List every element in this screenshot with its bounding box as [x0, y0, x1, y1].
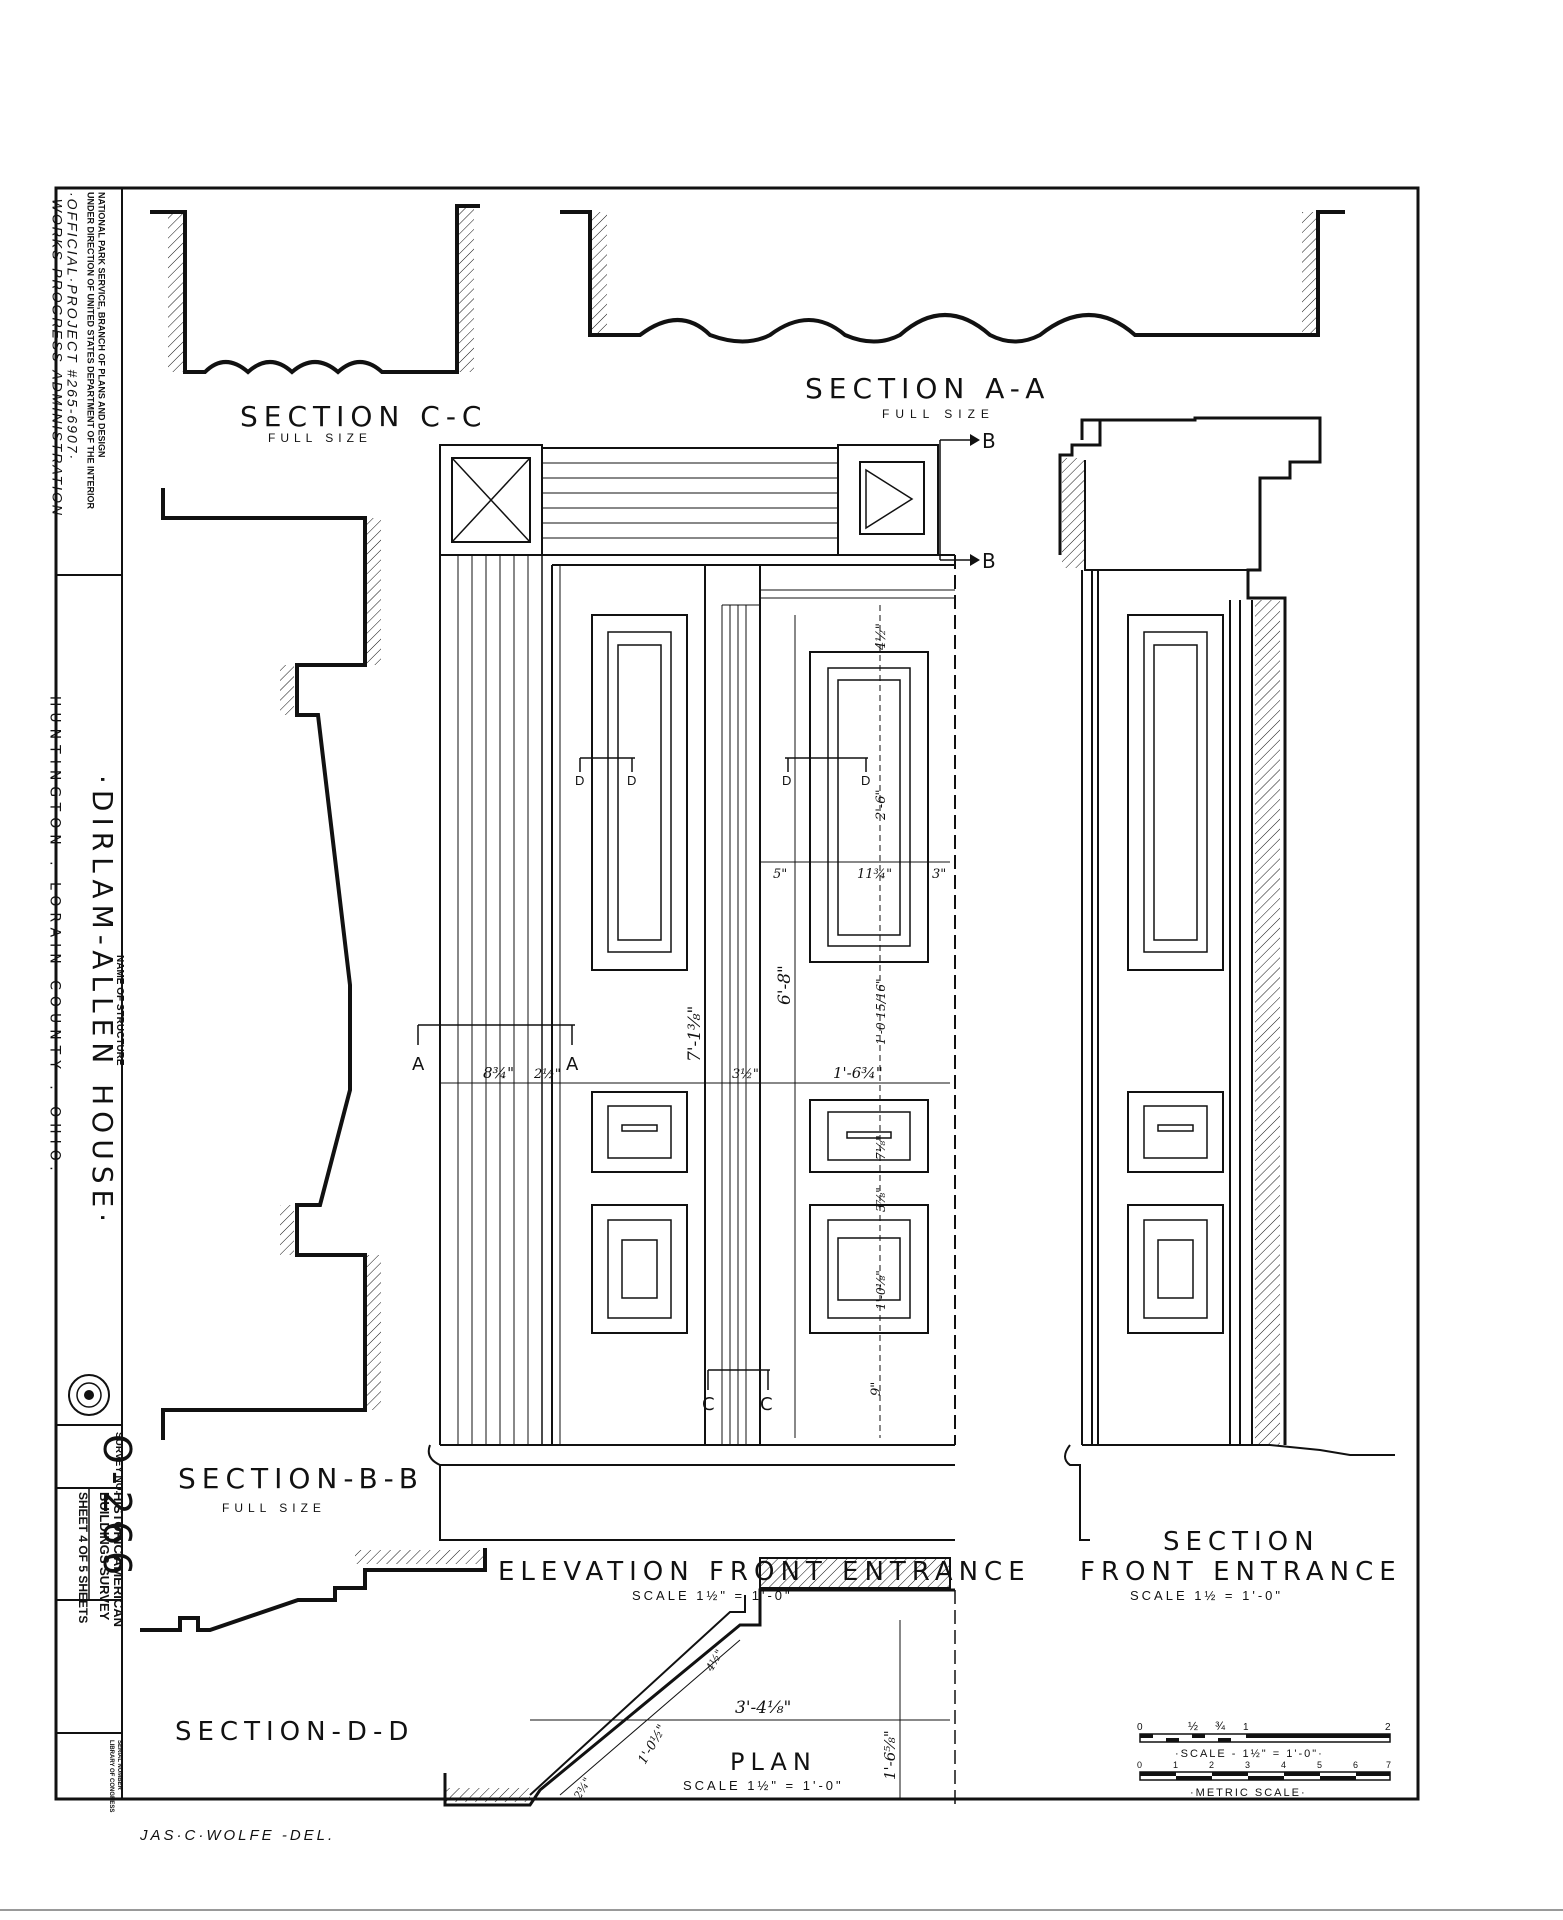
- section-aa-profile: [560, 210, 1345, 344]
- dim-8-3-4: 8¾": [483, 1064, 514, 1082]
- cut-label-d-2: D: [627, 773, 636, 788]
- dim-1-6-3-4: 1'-6¾": [833, 1064, 883, 1082]
- wpa-line-3: UNDER DIRECTION OF UNITED STATES DEPARTM…: [86, 192, 96, 510]
- scale-tick-three-quarter: ¾: [1215, 1719, 1226, 1733]
- section-aa-subtitle: FULL SIZE: [882, 407, 995, 421]
- dim-9-in: 9": [869, 1382, 884, 1396]
- survey-stamp-icon: [68, 1374, 110, 1416]
- library-label: LIBRARY OF CONGRESS: [108, 1740, 114, 1812]
- section-cc-title: SECTION C-C: [240, 400, 487, 433]
- dim-6-8: 6'-8": [775, 965, 795, 1005]
- dim-3-1-2: 3½": [732, 1067, 759, 1082]
- cut-label-d-4: D: [861, 773, 870, 788]
- metric-tick-3: 3: [1245, 1760, 1250, 1770]
- dim-7-1-3-8: 7'-1⅜": [685, 1006, 705, 1062]
- section-dd-title: SECTION-D-D: [175, 1717, 414, 1747]
- section-bb-title: SECTION-B-B: [178, 1462, 424, 1495]
- metric-tick-4: 4: [1281, 1760, 1286, 1770]
- section-front-scale: SCALE 1½ = 1'-0": [1130, 1588, 1283, 1603]
- dim-5-in: 5": [773, 867, 787, 882]
- cut-label-c-right: C: [760, 1394, 779, 1415]
- structure-name: ·DIRLAM-ALLEN HOUSE·: [86, 775, 119, 1228]
- dim-3-7-8: 3⅞": [874, 1187, 888, 1212]
- dimension-lines: [440, 575, 950, 1445]
- sheet-border: [54, 186, 1420, 1801]
- scale-tick-half: ½: [1188, 1719, 1198, 1733]
- habs-line-2: BUILDINGS SURVEY: [97, 1492, 112, 1621]
- section-front-entrance: [1058, 416, 1395, 1541]
- library-label-2: SERIAL NUMBER: [116, 1740, 122, 1791]
- cut-label-b-top: B: [982, 429, 1002, 453]
- section-cc-subtitle: FULL SIZE: [268, 431, 372, 445]
- metric-scale-label: ·METRIC SCALE·: [1190, 1787, 1307, 1799]
- cut-label-b-bottom: B: [982, 549, 1002, 573]
- sheet-number: SHEET 4 OF 5 SHEETS: [76, 1492, 90, 1623]
- metric-tick-2: 2: [1209, 1760, 1214, 1770]
- wpa-line-1: ·WORKS·PROGRESS·ADMINISTRATION·: [50, 192, 66, 524]
- metric-tick-6: 6: [1353, 1760, 1358, 1770]
- elevation-scale: SCALE 1½" = 1'-0": [632, 1588, 793, 1603]
- dim-3-in: 3": [932, 867, 946, 882]
- section-front-title-2: FRONT ENTRANCE: [1080, 1557, 1402, 1587]
- cut-marker-a: [417, 1024, 575, 1045]
- metric-scale-bar: [1139, 1771, 1391, 1781]
- dim-1-0-1-8: 1'-0⅛": [874, 1270, 888, 1310]
- metric-tick-7: 7: [1386, 1760, 1391, 1770]
- cut-label-a-left: A: [412, 1054, 430, 1075]
- section-cc-profile: [150, 204, 480, 375]
- section-bb-subtitle: FULL SIZE: [222, 1501, 326, 1515]
- delineator-signature: JAS·C·WOLFE -DEL.: [139, 1827, 335, 1844]
- dim-7-1-8: 7⅛": [874, 1135, 888, 1160]
- plan-dim-3-4-1-8: 3'-4⅛": [735, 1698, 791, 1718]
- metric-tick-0: 0: [1137, 1760, 1142, 1770]
- cut-label-d-1: D: [575, 773, 584, 788]
- cut-label-d-3: D: [782, 773, 791, 788]
- section-bb-profile: [161, 488, 381, 1440]
- cut-marker-c: [707, 1369, 770, 1390]
- scale-tick-1: 1: [1243, 1722, 1249, 1733]
- plan-dim-1-0-1-2: 1'-0½": [635, 1722, 670, 1767]
- cut-marker-b: [939, 434, 980, 566]
- dim-4-1-2: 4½": [874, 623, 889, 651]
- section-front-title-1: SECTION: [1163, 1527, 1320, 1557]
- metric-tick-5: 5: [1317, 1760, 1322, 1770]
- scale-bar-label: ·SCALE - 1½" = 1'-0"·: [1175, 1748, 1324, 1760]
- scale-tick-0: 0: [1137, 1722, 1143, 1733]
- dim-2-1-2: 2½": [533, 1067, 561, 1082]
- plan-scale: SCALE 1½" = 1'-0": [683, 1778, 844, 1793]
- plan-title: PLAN: [730, 1748, 817, 1776]
- survey-no-label: SURVEY NO.: [113, 1432, 124, 1494]
- survey-number: O-266: [95, 1434, 139, 1581]
- plan-dim-1-6-5-8: 1'-6⅝": [881, 1730, 899, 1780]
- scale-tick-2: 2: [1385, 1722, 1391, 1733]
- wpa-line-2: ·OFFICIAL·PROJECT #265-6907·: [65, 192, 81, 461]
- plan-drawing: [443, 1557, 956, 1807]
- dim-1-0-15-16: 1'-0 15/16": [874, 978, 888, 1045]
- metric-tick-1: 1: [1173, 1760, 1178, 1770]
- dim-11-3-4: 11¾": [857, 867, 892, 882]
- wpa-line-4: NATIONAL PARK SERVICE, BRANCH OF PLANS A…: [97, 192, 107, 458]
- section-aa-title: SECTION A-A: [805, 372, 1050, 405]
- habs-line-1: HISTORIC AMERICAN: [111, 1492, 126, 1627]
- dim-2-6: 2'-6": [874, 790, 889, 822]
- cut-marker-d: [579, 757, 868, 772]
- structure-location: · HUNTINGTON . LORAIN COUNTY . OHIO.: [46, 675, 62, 1177]
- name-of-structure-label: NAME OF STRUCTURE: [114, 955, 125, 1066]
- section-dd-profile: [140, 1548, 487, 1632]
- cut-label-a-right: A: [566, 1054, 584, 1075]
- graphic-scale-bar: [1139, 1733, 1391, 1743]
